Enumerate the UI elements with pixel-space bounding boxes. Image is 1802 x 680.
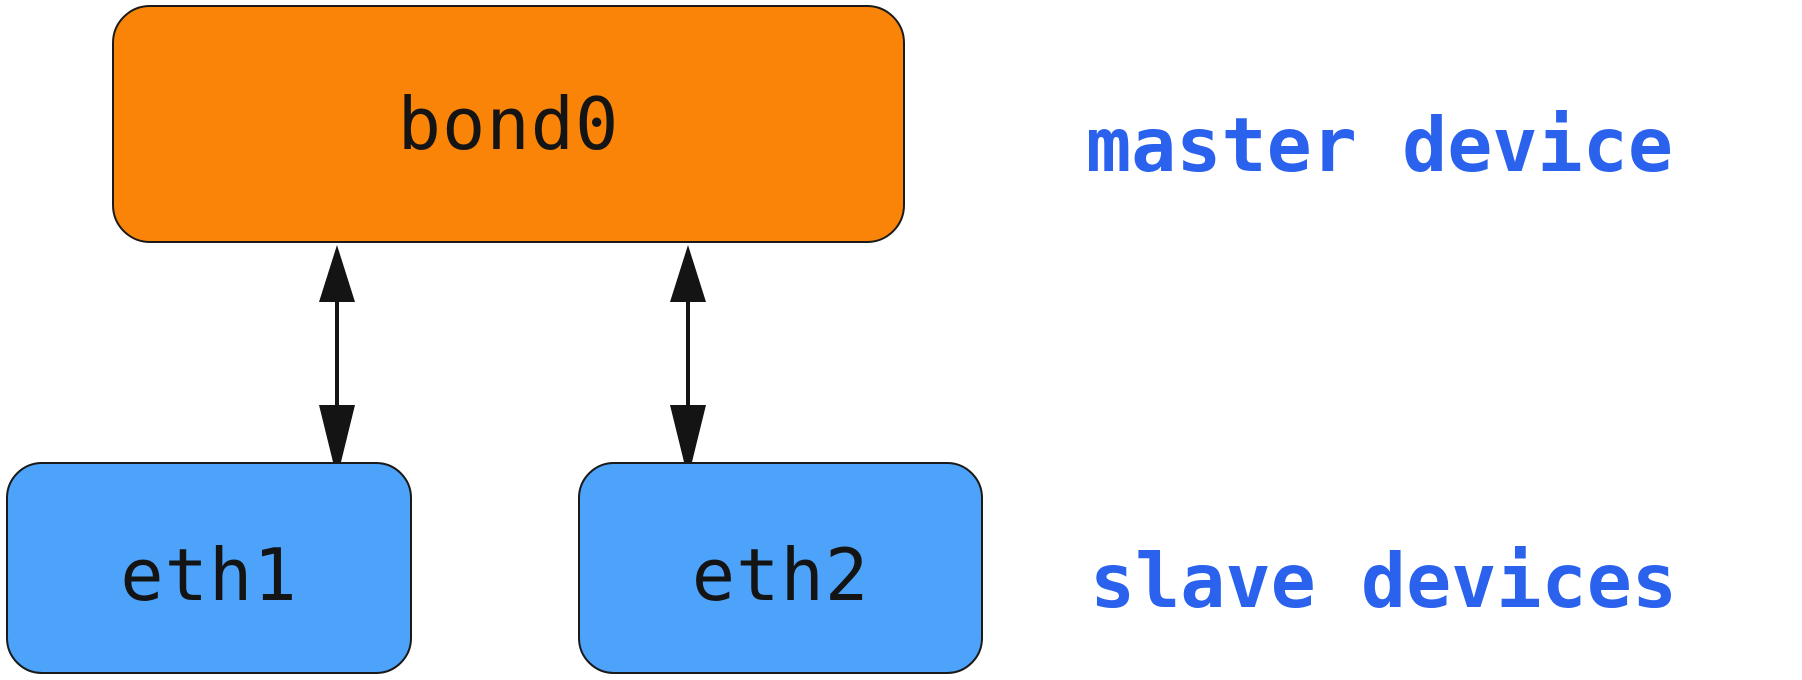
arrow-up-head [319,245,355,302]
node-eth2-label: eth2 [691,533,870,617]
double-arrow-bond0-eth2 [670,245,706,462]
node-eth1: eth1 [6,462,412,674]
annotation-master-device: master device [1086,101,1673,189]
arrow-down-head [670,405,706,462]
node-eth1-label: eth1 [120,533,298,617]
arrow-down-head [319,405,355,462]
arrow-up-head [670,245,706,302]
node-eth2: eth2 [578,462,983,674]
annotation-slave-devices: slave devices [1090,537,1677,625]
node-bond0-label: bond0 [397,82,620,166]
double-arrow-bond0-eth1 [319,245,355,462]
node-bond0: bond0 [112,5,905,243]
